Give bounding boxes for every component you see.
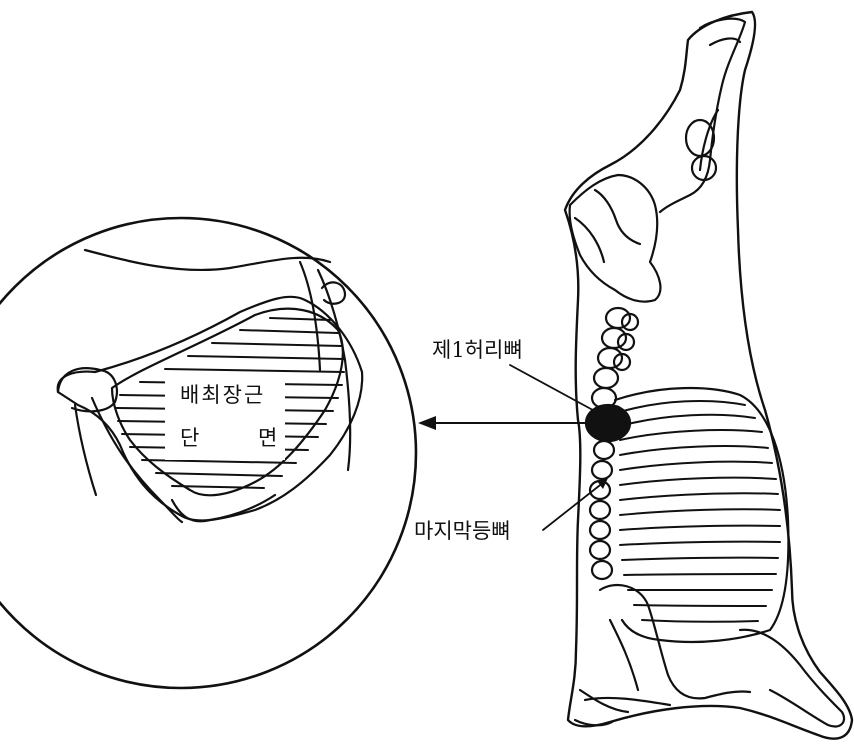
- beef-carcass: [565, 12, 852, 739]
- label-cross-section-line2-a: 단: [180, 428, 199, 449]
- label-last-thoracic: 마지막등뼈: [414, 521, 511, 542]
- magnify-arrow: [418, 416, 590, 430]
- fat-strand-left: [75, 405, 96, 495]
- femur-bone: [660, 19, 745, 212]
- fat-strand-right-2: [300, 262, 320, 370]
- fat-lump-left: [58, 368, 117, 411]
- femur-bone-inner: [700, 38, 740, 170]
- joint-knob-1: [686, 120, 714, 156]
- lumbar-vertebrae: [592, 308, 638, 408]
- label-cross-section-line1: 배최장근: [180, 385, 265, 406]
- carcass-outline: [565, 12, 852, 739]
- label-first-lumbar: 제1허리뼈: [432, 340, 523, 361]
- fat-strand-right-1: [318, 270, 350, 470]
- thoracic-vertebrae: [590, 441, 614, 579]
- label-cross-section-line2-b: 면: [258, 428, 277, 449]
- pelvis-detail: [595, 190, 640, 244]
- fat-line-top: [85, 250, 330, 270]
- arrow-head: [418, 416, 436, 430]
- pelvis-bone: [570, 175, 661, 302]
- joint-knob-2: [692, 156, 716, 180]
- ribs: [620, 401, 780, 622]
- rib-cage-outline: [615, 388, 788, 642]
- fat-nodule: [322, 282, 345, 303]
- leader-first-lumbar: [510, 365, 602, 415]
